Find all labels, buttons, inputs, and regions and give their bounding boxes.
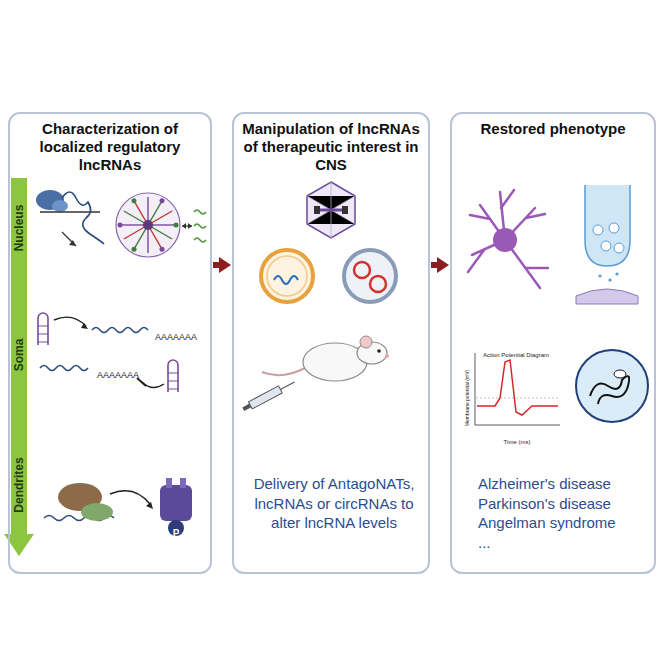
mouse-injection-icon — [241, 336, 389, 413]
panel-body-text: Delivery of AntagoNATs, lncRNAs or circR… — [242, 474, 426, 533]
flow-arrow — [431, 262, 439, 268]
synapse-icon — [576, 185, 638, 304]
translation-icon — [44, 478, 192, 536]
liposome-icon — [261, 250, 313, 302]
axis-label: Membrane potential (mV) — [464, 370, 470, 426]
panel-heading: Restored phenotype — [460, 120, 646, 138]
chart-title: Action Potential Diagram — [483, 352, 549, 358]
viral-vector-icon — [307, 182, 355, 238]
paraspeckle-icon — [116, 193, 206, 257]
phospho-label: P — [173, 528, 180, 539]
panel-box: Restored phenotypeAlzheimer's disease Pa… — [450, 112, 656, 574]
region-label: Nucleus — [12, 205, 26, 252]
region-label: Dendrites — [12, 457, 26, 512]
action-potential-chart — [475, 353, 560, 425]
panel-body-text: Alzheimer's disease Parkinson's disease … — [478, 474, 628, 552]
panel-box: Manipulation of lncRNAs of therapeutic i… — [232, 112, 430, 574]
flow-arrow — [213, 262, 221, 268]
brain-imaging-icon — [576, 350, 648, 422]
region-label: Soma — [12, 339, 26, 372]
panel-heading: Characterization of localized regulatory… — [18, 120, 202, 174]
panel-heading: Manipulation of lncRNAs of therapeutic i… — [242, 120, 420, 174]
polya-label: AAAAAAA — [155, 332, 197, 342]
exosome-icon — [344, 250, 396, 302]
transcription-icon — [36, 190, 104, 246]
panel-box: Characterization of localized regulatory… — [8, 112, 212, 574]
neuron-icon — [468, 190, 548, 288]
axis-label: Time (ms) — [504, 439, 531, 445]
polya-label: AAAAAAA — [97, 370, 139, 380]
regulation-icon — [38, 313, 178, 392]
